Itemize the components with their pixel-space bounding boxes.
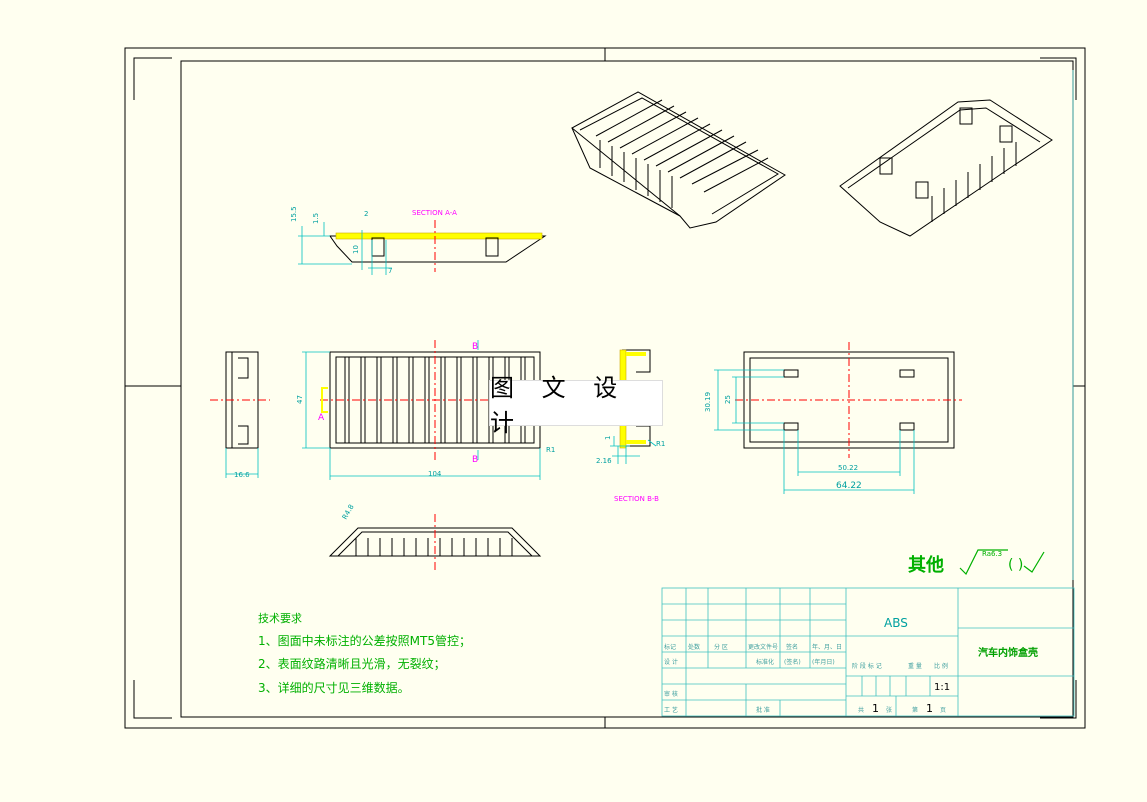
tb-sheet-unit: 页	[940, 707, 946, 714]
iso-view-bottom	[839, 99, 1053, 237]
surface-paren: ( )	[1008, 557, 1023, 573]
tb-sheet-pre: 第	[912, 706, 918, 714]
view-label-b-bottom: B	[472, 455, 478, 465]
tb-header: 年、月、日	[812, 643, 842, 651]
tb-header: 处数	[688, 643, 700, 651]
tb-stage-header: 阶 段 标 记	[852, 662, 882, 670]
tech-req-title: 技术要求	[258, 612, 302, 625]
tb-stage-header: 比 例	[934, 662, 948, 670]
tech-req-item: 2、表面纹路清晰且光滑，无裂纹；	[258, 656, 446, 671]
watermark-banner: 图 文 设 计	[489, 374, 663, 437]
part-name: 汽车内饰盒壳	[978, 646, 1038, 659]
bottom-view-right	[714, 342, 962, 494]
tb-header: 签名	[786, 643, 798, 651]
tb-total-pre: 共	[858, 706, 864, 714]
tb-header: 标记	[664, 643, 676, 651]
section-a-label: SECTION A-A	[412, 209, 457, 217]
material: ABS	[884, 616, 908, 630]
dim-r1-left: R1	[546, 446, 555, 454]
dim-25: 25	[724, 395, 732, 404]
dim-64-22: 64.22	[836, 481, 862, 491]
tb-std: 标准化	[756, 658, 774, 666]
tech-req-item: 1、图面中未标注的公差按照MT5管控；	[258, 633, 471, 648]
view-label-b-top: B	[472, 342, 478, 352]
corner-marks	[125, 48, 1085, 728]
tb-approve: 批 准	[756, 706, 770, 714]
dim-10: 10	[352, 245, 360, 254]
tb-stage-header: 重 量	[908, 662, 922, 670]
section-b-label: SECTION B-B	[614, 495, 659, 503]
tb-header: 分 区	[714, 643, 728, 651]
title-block-grid	[661, 587, 1075, 717]
dim-2: 2	[364, 210, 368, 218]
tech-req-item: 3、详细的尺寸见三维数据。	[258, 680, 410, 695]
surface-value: Ra6.3	[982, 550, 1002, 558]
tb-total-unit: 张	[886, 706, 892, 714]
dim-1: 1	[604, 436, 612, 440]
dim-47: 47	[296, 395, 304, 404]
side-view-left	[210, 351, 270, 478]
dim-7: 7	[388, 267, 392, 275]
tb-sign-hint: (签名)	[784, 658, 801, 666]
view-label-a: A	[318, 413, 325, 423]
dim-50-22: 50.22	[838, 464, 858, 472]
dim-2-16: 2.16	[596, 457, 612, 465]
surface-label: 其他	[908, 554, 944, 576]
dim-1-5: 1.5	[312, 213, 320, 224]
dim-30-19: 30.19	[704, 392, 712, 412]
dim-r4-8: R4.8	[341, 503, 356, 521]
tb-date-hint: (年月日)	[812, 658, 835, 666]
dim-16-6: 16.6	[234, 471, 250, 479]
front-lower-view	[328, 514, 542, 572]
dim-104: 104	[428, 470, 442, 478]
iso-view-top	[571, 91, 786, 229]
tb-craft: 工 艺	[664, 706, 678, 714]
tb-design: 设 计	[664, 658, 678, 666]
surface-finish-icon	[959, 549, 1045, 576]
tb-sheet-num: 1	[926, 702, 933, 715]
dim-15-5: 15.5	[290, 206, 298, 222]
tb-check: 审 核	[664, 690, 678, 698]
dim-r1-right: R1	[656, 440, 665, 448]
section-a-a	[298, 220, 547, 275]
tb-total-num: 1	[872, 702, 879, 715]
tb-header: 更改文件号	[748, 643, 778, 651]
scale-value: 1:1	[934, 682, 950, 693]
